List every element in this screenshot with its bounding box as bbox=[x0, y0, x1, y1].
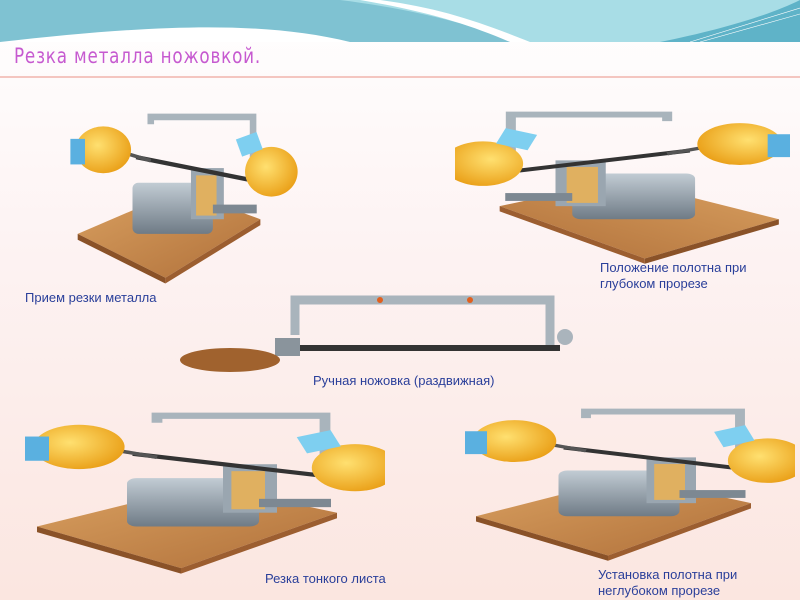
illustration-thin-sheet-cutting bbox=[25, 395, 385, 575]
caption-line: неглубоком прорезе bbox=[598, 583, 721, 598]
caption-deep-cut-blade-position: Положение полотна при глубоком прорезе bbox=[600, 260, 746, 292]
caption-line: глубоком прорезе bbox=[600, 276, 708, 291]
illustration-deep-cut-blade-position bbox=[455, 95, 790, 265]
illustration-cutting-technique bbox=[30, 95, 330, 285]
caption-thin-sheet-cutting: Резка тонкого листа bbox=[265, 571, 386, 586]
caption-line: Установка полотна при bbox=[598, 567, 738, 582]
illustration-shallow-cut-blade-setup bbox=[465, 392, 795, 562]
caption-adjustable-hacksaw: Ручная ножовка (раздвижная) bbox=[313, 373, 495, 388]
slide-title: Резка металла ножовкой. bbox=[14, 44, 262, 68]
title-divider bbox=[0, 76, 800, 78]
caption-cutting-technique: Прием резки металла bbox=[25, 290, 157, 305]
illustration-adjustable-hacksaw bbox=[180, 295, 573, 372]
caption-shallow-cut-blade-setup: Установка полотна при неглубоком прорезе bbox=[598, 567, 737, 599]
header-wave-banner bbox=[0, 0, 800, 42]
caption-line: Положение полотна при bbox=[600, 260, 747, 275]
